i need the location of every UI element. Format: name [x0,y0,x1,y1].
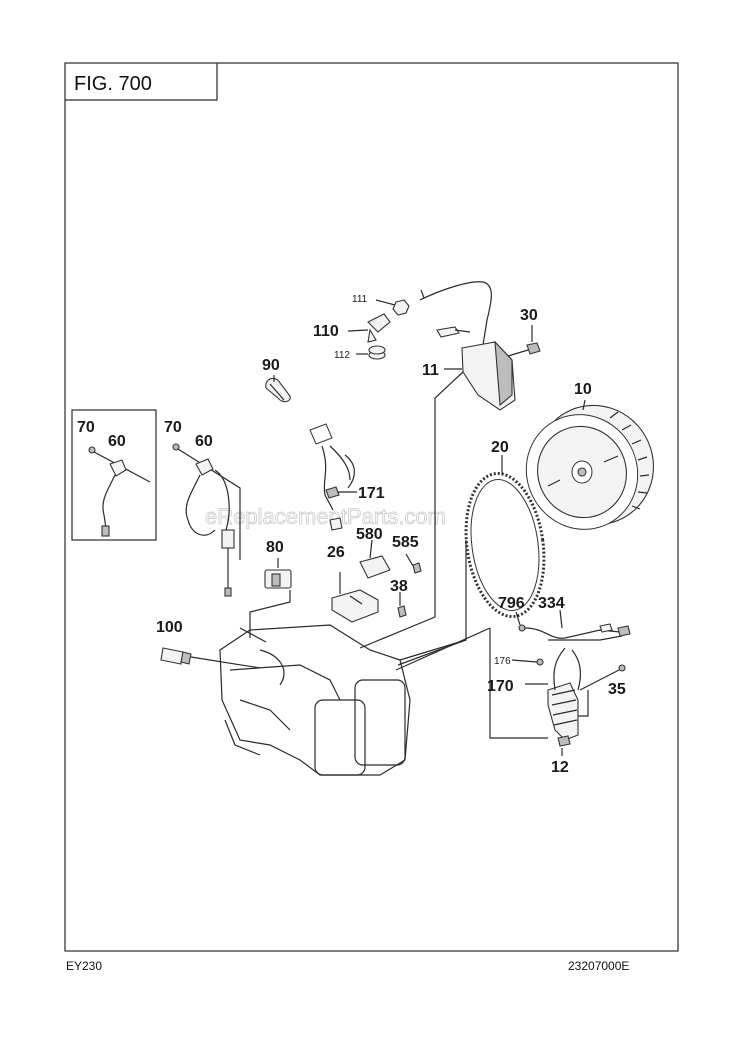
callout-585: 585 [392,534,419,551]
callout-10: 10 [574,381,592,398]
oil-sensor-inset [88,446,151,537]
figure-title: FIG. 700 [74,73,152,95]
callout-70: 70 [164,419,182,436]
screw-176 [511,658,544,666]
callout-796: 796 [498,595,525,612]
plug-cap-110 [347,313,391,343]
screw-35 [579,664,626,691]
screw-796 [515,611,526,632]
wire-334 [524,609,631,691]
drawing-number: 23207000E [568,959,629,973]
callout-80: 80 [266,539,284,556]
callout-100: 100 [156,619,183,636]
callout-171: 171 [358,485,385,502]
ring-112 [356,345,386,360]
watermark: eReplacementParts.com [205,504,446,529]
callout-26: 26 [327,544,345,561]
nut-111 [375,299,410,316]
callout-60: 60 [195,433,213,450]
callout-38: 38 [390,578,408,595]
figure-title-box: FIG. 700 [65,63,218,101]
flywheel [525,399,654,530]
bolt-30 [507,325,541,357]
callout-11: 11 [422,362,439,379]
callout-30: 30 [520,307,538,324]
screw-38 [397,592,407,618]
grommet-80 [249,558,292,638]
callout-70-inset: 70 [77,419,95,436]
ignition-module-12 [547,682,579,756]
connection-lines [239,627,491,671]
callout-170: 170 [487,678,514,695]
engine-block [219,624,411,776]
callout-12: 12 [551,759,569,776]
spark-plug [160,647,261,669]
bracket-26 [331,572,379,623]
callout-111: 111 [352,294,368,305]
inset-box [71,409,157,541]
callout-110: 110 [313,323,339,340]
ignition-coil [359,281,516,649]
module-580 [359,539,391,579]
callout-580: 580 [356,526,383,543]
callout-334: 334 [538,595,565,612]
callout-20: 20 [491,439,509,456]
callout-35: 35 [608,681,626,698]
screw-585 [405,553,422,574]
callout-90: 90 [262,357,280,374]
oil-sensor [172,443,241,597]
leader-box-12 [489,628,589,739]
wire-harness [309,423,357,531]
callout-60-inset: 60 [108,433,126,450]
diagram-frame [64,62,679,952]
callout-176: 176 [494,656,511,667]
clamp-90 [265,375,291,403]
model-label: EY230 [66,959,102,973]
callout-112: 112 [334,350,350,361]
